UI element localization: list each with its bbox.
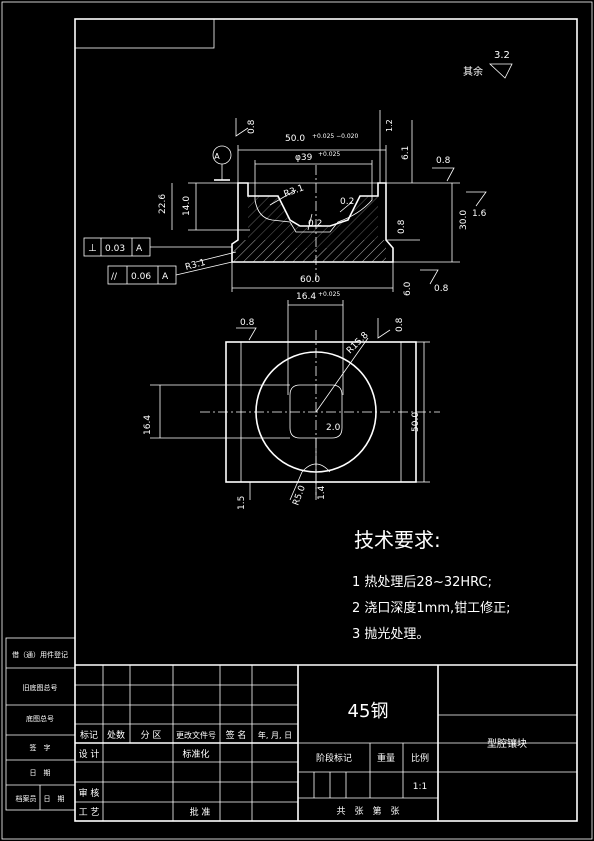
svg-text:签 名: 签 名 <box>226 729 247 741</box>
svg-text:0.8: 0.8 <box>247 119 257 134</box>
svg-text:1.5: 1.5 <box>237 496 247 510</box>
tech-item-1: 1 热处理后28~32HRC; <box>352 575 492 590</box>
svg-text:标准化: 标准化 <box>182 748 209 760</box>
svg-text:6.1: 6.1 <box>401 146 411 160</box>
svg-text:档案员 日 期: 档案员 日 期 <box>16 794 65 803</box>
svg-text://: // <box>111 272 118 282</box>
svg-text:2.0: 2.0 <box>326 423 341 433</box>
frame-border <box>74 18 578 822</box>
svg-text:0.2: 0.2 <box>340 197 354 207</box>
svg-text:重量: 重量 <box>377 752 395 764</box>
svg-text:批 准: 批 准 <box>190 806 211 818</box>
svg-text:更改文件号: 更改文件号 <box>176 730 216 740</box>
svg-text:0.8: 0.8 <box>395 317 405 332</box>
svg-text:0.06: 0.06 <box>131 272 151 282</box>
svg-text:审 核: 审 核 <box>79 787 100 799</box>
tech-title: 技术要求: <box>354 528 441 552</box>
title-block <box>75 664 577 821</box>
top-left-tag-box <box>74 18 215 49</box>
svg-text:φ39: φ39 <box>295 153 313 163</box>
svg-text:底图总号: 底图总号 <box>26 714 54 723</box>
svg-text:14.0: 14.0 <box>182 196 192 216</box>
svg-text:1.2: 1.2 <box>385 119 394 132</box>
svg-text:+0.025 −0.020: +0.025 −0.020 <box>312 133 358 140</box>
svg-text:50.0: 50.0 <box>285 134 305 144</box>
svg-text:旧底图总号: 旧底图总号 <box>23 683 58 692</box>
svg-text:共 张 第 张: 共 张 第 张 <box>336 805 399 817</box>
svg-text:其余: 其余 <box>463 65 483 78</box>
svg-text:设 计: 设 计 <box>79 748 100 760</box>
svg-text:50.0: 50.0 <box>411 412 421 432</box>
svg-text:0.2: 0.2 <box>308 219 322 229</box>
svg-text:+0.025: +0.025 <box>318 151 340 158</box>
svg-text:0.8: 0.8 <box>436 156 451 166</box>
svg-text:1.6: 1.6 <box>472 209 487 219</box>
svg-text:标记: 标记 <box>80 729 98 741</box>
svg-text:A: A <box>162 272 169 282</box>
top-view <box>150 300 440 501</box>
svg-text:22.6: 22.6 <box>158 194 168 214</box>
svg-text:0.8: 0.8 <box>434 284 449 294</box>
svg-text:3.2: 3.2 <box>494 50 510 61</box>
svg-text:A: A <box>136 244 143 254</box>
svg-text:R5.0: R5.0 <box>291 484 308 507</box>
svg-text:签 字: 签 字 <box>30 743 51 752</box>
svg-text:0.8: 0.8 <box>397 219 407 234</box>
svg-text:年, 月, 日: 年, 月, 日 <box>258 730 292 740</box>
svg-text:+0.025: +0.025 <box>318 291 340 298</box>
svg-text:⊥: ⊥ <box>88 243 97 254</box>
tech-item-3: 3 抛光处理。 <box>352 627 429 642</box>
svg-text:R3.1: R3.1 <box>283 183 306 199</box>
perpendicularity-frame <box>83 237 232 257</box>
svg-text:阶段标记: 阶段标记 <box>316 752 352 764</box>
svg-text:6.0: 6.0 <box>403 281 413 296</box>
svg-text:分 区: 分 区 <box>141 730 162 741</box>
side-registration-block <box>5 637 76 811</box>
svg-text:借（通）用件登记: 借（通）用件登记 <box>12 650 68 659</box>
svg-text:比例: 比例 <box>411 752 429 764</box>
svg-text:0.8: 0.8 <box>240 318 255 328</box>
svg-text:60.0: 60.0 <box>300 275 320 285</box>
svg-text:30.0: 30.0 <box>459 210 469 230</box>
tech-item-2: 2 浇口深度1mm,钳工修正; <box>352 600 511 616</box>
front-section-view <box>83 110 487 292</box>
parallelism-frame <box>107 261 233 285</box>
svg-text:日 期: 日 期 <box>30 769 51 777</box>
svg-text:处数: 处数 <box>107 729 125 741</box>
material: 45钢 <box>348 701 389 722</box>
technical-requirements: 技术要求: 1 热处理后28~32HRC; 2 浇口深度1mm,钳工修正; 3 … <box>352 528 511 642</box>
svg-text:1:1: 1:1 <box>413 782 427 792</box>
svg-text:工 艺: 工 艺 <box>79 807 100 818</box>
svg-text:16.4: 16.4 <box>296 292 316 302</box>
roughness-other: 其余 3.2 <box>463 50 513 79</box>
svg-text:0.03: 0.03 <box>105 244 125 254</box>
svg-text:16.4: 16.4 <box>143 415 153 435</box>
svg-text:1.4: 1.4 <box>317 485 327 500</box>
part-name: 型腔镶块 <box>487 737 527 750</box>
svg-text:A: A <box>214 152 220 161</box>
